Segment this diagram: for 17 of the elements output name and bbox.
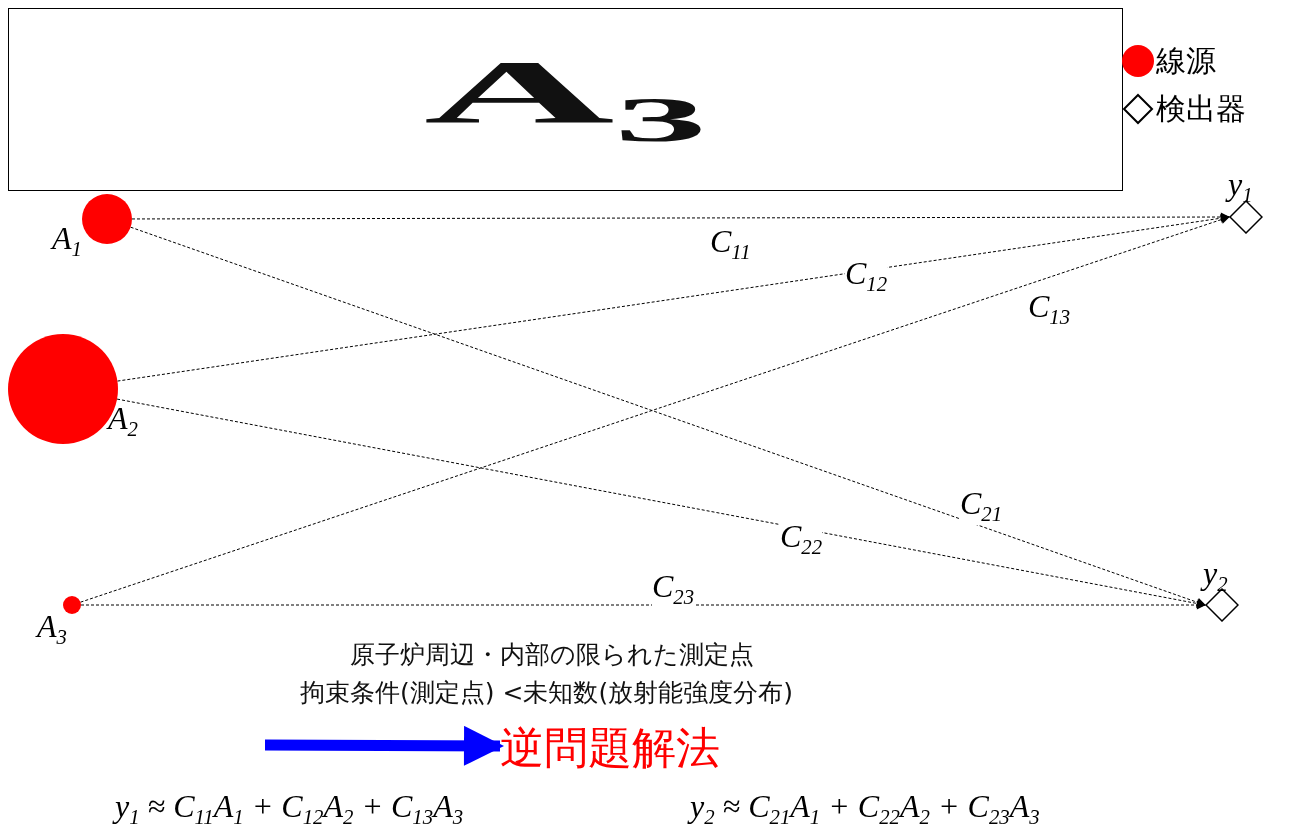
method-heading: 逆問題解法	[500, 722, 720, 773]
dashed-arrow	[116, 398, 1206, 608]
arrow	[265, 725, 504, 766]
title-panel	[8, 8, 1123, 191]
note-text: 拘束条件(測定点) <未知数(放射能強度分布)	[300, 678, 793, 708]
radiation-source-circle	[82, 194, 132, 244]
note-text: 原子炉周辺・内部の限られた測定点	[350, 640, 754, 670]
variable-label: A$_{3}$	[37, 610, 67, 649]
variable-label: A$_{2}$	[108, 402, 138, 441]
radiation-source-circle	[63, 596, 81, 614]
large-symbol-text: A$_{3}$	[423, 47, 708, 152]
variable-label: A$_{1}$	[52, 222, 82, 261]
dashed-arrow	[80, 600, 1206, 610]
legend-text: 線源	[1156, 44, 1216, 77]
legend-text: 検出器	[1156, 92, 1246, 125]
dashed-arrow	[131, 212, 1230, 222]
dashed-arrow	[116, 213, 1230, 382]
